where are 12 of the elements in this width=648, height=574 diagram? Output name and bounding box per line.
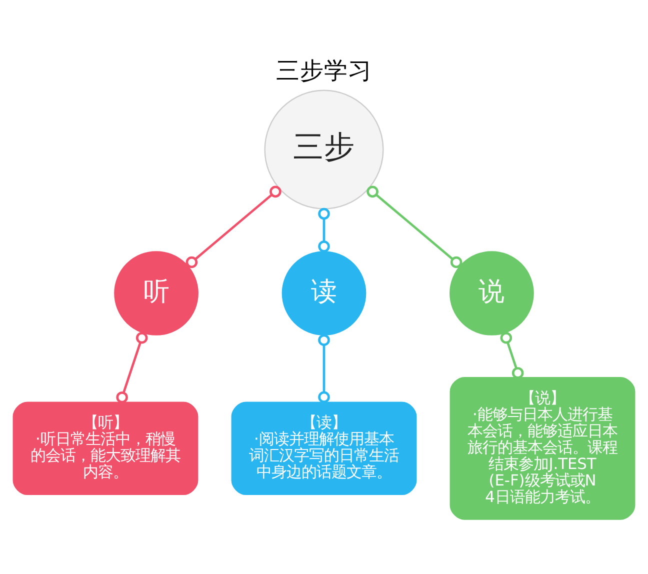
- node-circle: 读: [282, 251, 366, 336]
- node-circle: 三步: [264, 90, 384, 210]
- connector: [116, 332, 148, 404]
- node-box: 【听】 ·听日常生活中，稍慢的会话，能大致理解其内容。: [12, 402, 198, 496]
- connector: [500, 332, 524, 379]
- connector: [318, 334, 330, 404]
- node-box: 【说】 ·能够与日本人进行基本会话，能够适应日本旅行的基本会话。课程结束参加J.TEST(E-F)级考试或N4日语能力考试。: [450, 376, 636, 520]
- connector: [318, 208, 330, 252]
- node-box: 【读】 ·阅读并理解使用基本词汇汉字写的日常生活中身边的话题文章。: [231, 402, 417, 496]
- connector: [366, 186, 462, 268]
- diagram-title: 三步学习: [276, 56, 372, 84]
- connector: [186, 186, 282, 268]
